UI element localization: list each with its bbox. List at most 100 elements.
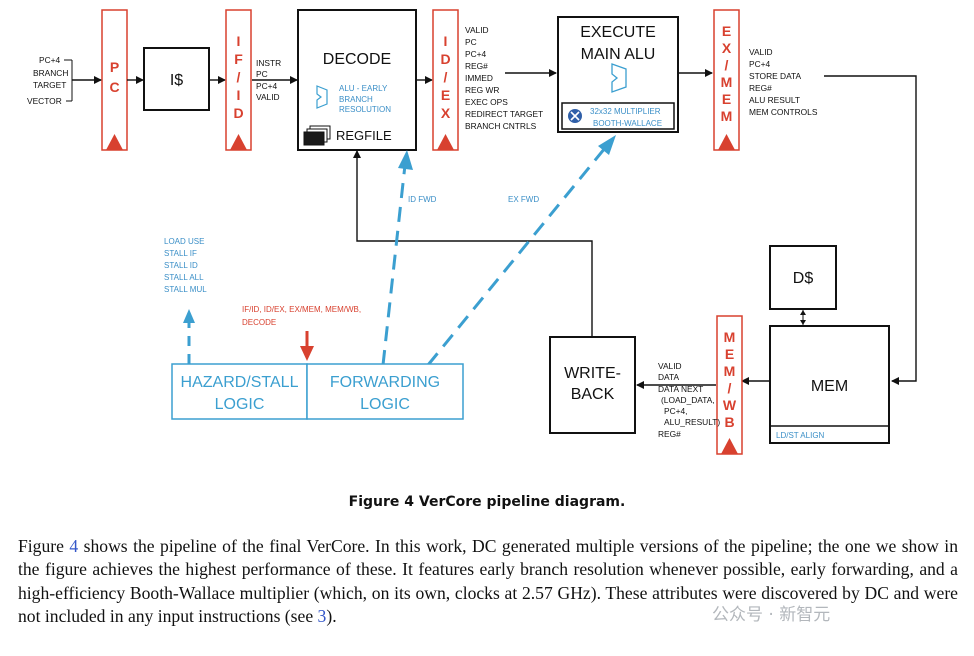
execute-block: EXECUTE MAIN ALU 32x32 MULTIPLIER BOOTH-… — [557, 16, 679, 133]
svg-text:DATA NEXT: DATA NEXT — [658, 384, 703, 394]
svg-text:F: F — [234, 51, 243, 67]
icache-box — [143, 47, 210, 111]
figure-ref-link[interactable]: 4 — [69, 536, 79, 556]
regfile-label: REGFILE — [336, 128, 392, 143]
pc-input-label: PC+4 — [39, 55, 61, 65]
svg-text:B: B — [724, 414, 734, 430]
svg-text:M: M — [724, 363, 736, 379]
svg-text:W: W — [723, 397, 737, 413]
svg-text:X: X — [441, 105, 451, 121]
pc-register: P C — [101, 9, 128, 151]
svg-text:/: / — [444, 69, 448, 85]
svg-text:ALU - EARLY: ALU - EARLY — [339, 84, 388, 93]
svg-text:LOGIC: LOGIC — [215, 396, 265, 413]
decode-block: DECODE ALU - EARLY BRANCH RESOLUTION REG… — [297, 9, 417, 151]
hazard-inputs: IF/ID, ID/EX, EX/MEM, MEM/WB, DECODE — [242, 305, 361, 361]
pc-inputs: PC+4 BRANCH TARGET VECTOR — [27, 55, 102, 106]
svg-text:BRANCH: BRANCH — [339, 95, 373, 104]
svg-text:LOGIC: LOGIC — [360, 396, 410, 413]
multiplier-icon — [568, 109, 582, 123]
svg-text:MEM CONTROLS: MEM CONTROLS — [749, 107, 818, 117]
svg-text:IF/ID, ID/EX, EX/MEM, MEM/WB,: IF/ID, ID/EX, EX/MEM, MEM/WB, — [242, 305, 361, 314]
svg-text:REDIRECT TARGET: REDIRECT TARGET — [465, 109, 543, 119]
svg-text:E: E — [722, 91, 731, 107]
svg-text:STALL MUL: STALL MUL — [164, 285, 207, 294]
alu-icon — [611, 63, 627, 93]
svg-text:MEM: MEM — [811, 378, 848, 395]
svg-text:IMMED: IMMED — [465, 73, 493, 83]
svg-text:E: E — [725, 346, 734, 362]
watermark: 公众号 · 新智元 — [712, 605, 831, 625]
icache-label: I$ — [170, 72, 183, 89]
svg-text:PC+4: PC+4 — [749, 59, 771, 69]
svg-text:VALID: VALID — [658, 361, 682, 371]
svg-text:I: I — [237, 87, 241, 103]
alu-icon — [316, 85, 328, 109]
svg-text:REG#: REG# — [658, 429, 681, 439]
ex-fwd-label: EX FWD — [508, 195, 539, 204]
regfile-icon — [303, 125, 331, 146]
svg-text:D: D — [440, 51, 450, 67]
svg-text:/: / — [725, 57, 729, 73]
dcache-box — [769, 245, 837, 310]
svg-text:(LOAD_DATA,: (LOAD_DATA, — [661, 395, 715, 405]
svg-text:WRITE-: WRITE- — [564, 365, 621, 382]
svg-text:STALL ID: STALL ID — [164, 261, 198, 270]
pc-input-label: TARGET — [33, 80, 66, 90]
svg-text:LD/ST ALIGN: LD/ST ALIGN — [776, 431, 825, 440]
body-paragraph: Figure 4 shows the pipeline of the final… — [18, 536, 958, 627]
writeback-path — [353, 150, 593, 336]
svg-text:ALU RESULT: ALU RESULT — [749, 95, 800, 105]
svg-text:LOAD USE: LOAD USE — [164, 237, 204, 246]
ex-mem-outputs: VALID PC+4 STORE DATA REG# ALU RESULT ME… — [749, 47, 917, 385]
svg-text:STALL ALL: STALL ALL — [164, 273, 204, 282]
svg-text:VALID: VALID — [465, 25, 489, 35]
hazard-logic-block: HAZARD/STALL LOGIC — [171, 363, 308, 420]
svg-text:D: D — [233, 105, 243, 121]
pc-input-label: BRANCH — [33, 68, 68, 78]
svg-text:PC+4,: PC+4, — [664, 406, 688, 416]
svg-text:32x32 MULTIPLIER: 32x32 MULTIPLIER — [590, 107, 661, 116]
if-id-register: I F / I D — [225, 9, 252, 151]
pc-letter-p: P — [110, 59, 119, 75]
section-ref-link[interactable]: 3 — [317, 606, 327, 627]
svg-text:X: X — [722, 40, 732, 56]
svg-text:M: M — [724, 329, 736, 345]
svg-text:BACK: BACK — [571, 386, 615, 403]
svg-text:E: E — [441, 87, 450, 103]
mem-block: MEM LD/ST ALIGN — [769, 325, 890, 444]
id-fwd-path — [381, 164, 407, 366]
pc-letter-c: C — [109, 79, 119, 95]
svg-text:REG#: REG# — [465, 61, 488, 71]
hazard-outputs: LOAD USE STALL IF STALL ID STALL ALL STA… — [164, 237, 207, 364]
svg-text:PC: PC — [256, 69, 268, 79]
svg-text:BOOTH-WALLACE: BOOTH-WALLACE — [593, 119, 662, 128]
svg-text:REG WR: REG WR — [465, 85, 499, 95]
svg-text:INSTR: INSTR — [256, 58, 281, 68]
ex-mem-register: E X / M E M — [713, 9, 740, 151]
svg-text:VALID: VALID — [749, 47, 773, 57]
svg-text:EXEC OPS: EXEC OPS — [465, 97, 508, 107]
forwarding-logic-block: FORWARDING LOGIC — [306, 363, 464, 420]
if-id-outputs: INSTR PC PC+4 VALID — [252, 58, 298, 102]
svg-text:ALU_RESULT): ALU_RESULT) — [664, 417, 720, 427]
id-fwd-label: ID FWD — [408, 195, 437, 204]
svg-text:BRANCH CNTRLS: BRANCH CNTRLS — [465, 121, 537, 131]
svg-text:M: M — [721, 74, 733, 90]
mem-wb-outputs: VALID DATA DATA NEXT (LOAD_DATA, PC+4, A… — [636, 361, 720, 439]
svg-text:/: / — [728, 380, 732, 396]
svg-text:STALL IF: STALL IF — [164, 249, 197, 258]
svg-text:PC+4: PC+4 — [256, 81, 278, 91]
writeback-block: WRITE- BACK — [549, 336, 636, 434]
svg-text:STORE DATA: STORE DATA — [749, 71, 802, 81]
id-ex-outputs: VALID PC PC+4 REG# IMMED REG WR EXEC OPS… — [465, 25, 557, 131]
svg-text:PC+4: PC+4 — [465, 49, 487, 59]
pipeline-diagram: P C PC+4 BRANCH TARGET VECTOR I$ I F / I… — [27, 9, 917, 455]
svg-text:M: M — [721, 108, 733, 124]
svg-text:DATA: DATA — [658, 372, 680, 382]
svg-text:EXECUTE: EXECUTE — [580, 24, 656, 41]
svg-text:REG#: REG# — [749, 83, 772, 93]
svg-text:HAZARD/STALL: HAZARD/STALL — [181, 374, 299, 391]
mem-wb-register: M E M / W B — [716, 315, 743, 455]
decode-title: DECODE — [323, 51, 391, 68]
